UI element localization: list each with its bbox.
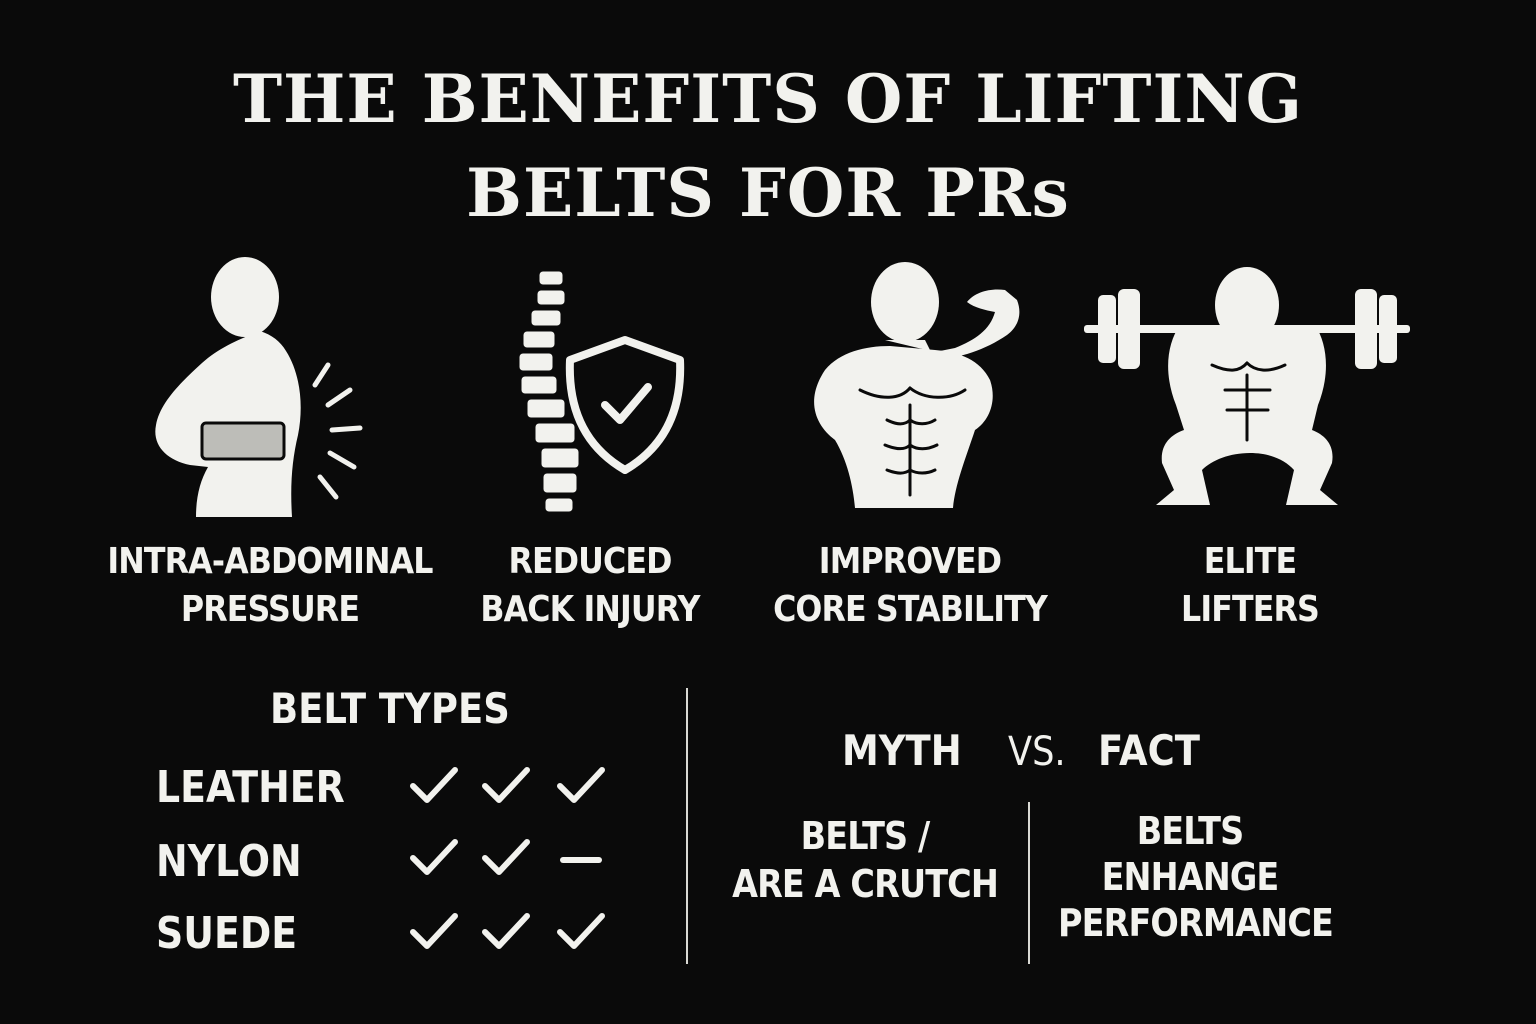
- belt-row-leather-label: LEATHER: [156, 762, 345, 813]
- check-icon: [557, 913, 605, 949]
- page-title-line-1: THE BENEFITS OF LIFTING: [232, 60, 1304, 138]
- torso-belt-icon: [155, 257, 363, 517]
- benefit-label-4-line-1: ELITE: [1203, 541, 1297, 582]
- benefit-label-4-line-2: LIFTERS: [1181, 589, 1320, 630]
- benefit-label-1-line-1: INTRA-ABDOMINAL: [107, 541, 433, 582]
- benefit-label-4: ELITE LIFTERS: [1118, 538, 1382, 634]
- check-icon: [482, 913, 530, 949]
- belt-types-heading: BELT TYPES: [270, 684, 510, 733]
- fact-statement-line-3: PERFORMANCE: [1058, 901, 1334, 945]
- vs-heading: VS.: [1008, 729, 1066, 775]
- myth-statement-line-1: BELTS /: [800, 814, 931, 858]
- fact-heading: FACT: [1098, 726, 1200, 775]
- spine-shield-icon: [516, 268, 685, 515]
- check-icon: [482, 767, 530, 803]
- benefit-label-2: REDUCED BACK INJURY: [440, 538, 739, 634]
- benefit-label-2-line-2: BACK INJURY: [480, 589, 700, 630]
- squat-lifter-icon: [1084, 267, 1410, 505]
- check-icon: [410, 913, 458, 949]
- section-divider: [686, 688, 688, 964]
- fact-statement-line-2: ENHANGE: [1101, 855, 1280, 899]
- page-title-line-2: BELTS FOR PRs: [466, 154, 1070, 232]
- check-icon: [410, 839, 458, 875]
- benefit-label-3-line-2: CORE STABILITY: [773, 589, 1048, 630]
- check-icon: [410, 767, 458, 803]
- belt-row-suede-label: SUEDE: [156, 908, 298, 959]
- check-icon: [557, 767, 605, 803]
- benefit-label-2-line-1: REDUCED: [508, 541, 672, 582]
- check-icon: [482, 839, 530, 875]
- benefit-label-3-line-1: IMPROVED: [818, 541, 1002, 582]
- myth-statement-line-2: ARE A CRUTCH: [732, 862, 999, 906]
- myth-fact-divider: [1028, 802, 1030, 964]
- benefit-label-1-line-2: PRESSURE: [180, 589, 360, 630]
- fact-statement: BELTS ENHANGE PERFORMANCE: [1058, 808, 1334, 946]
- dash-icon: [560, 857, 602, 863]
- myth-heading: MYTH: [842, 726, 962, 775]
- benefit-label-3: IMPROVED CORE STABILITY: [743, 538, 1077, 634]
- myth-statement: BELTS / ARE A CRUTCH: [720, 812, 1010, 908]
- benefit-label-1: INTRA-ABDOMINAL PRESSURE: [103, 538, 437, 634]
- belt-row-nylon-label: NYLON: [156, 836, 302, 887]
- flexing-torso-icon: [814, 262, 1020, 508]
- fact-statement-line-1: BELTS: [1136, 809, 1244, 853]
